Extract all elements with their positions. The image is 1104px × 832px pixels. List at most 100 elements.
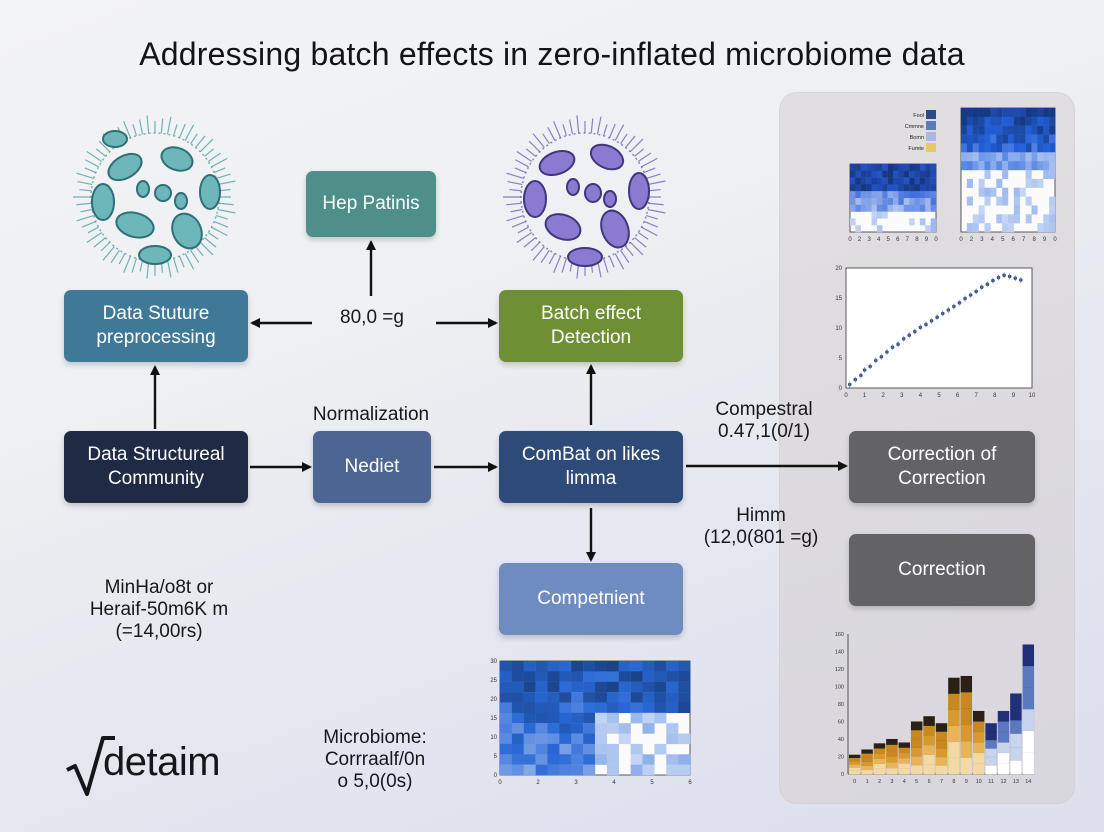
bar-segment bbox=[910, 756, 923, 766]
heatmap-cell bbox=[583, 661, 596, 672]
bar-segment bbox=[935, 756, 948, 766]
bar-segment bbox=[960, 757, 973, 775]
heatmap-cell bbox=[876, 191, 883, 199]
bar-segment bbox=[898, 768, 911, 775]
bar-segment bbox=[1022, 752, 1035, 775]
heatmap-cell bbox=[1043, 152, 1050, 162]
bar-segment bbox=[972, 763, 985, 775]
heatmap-cell bbox=[678, 702, 691, 714]
heatmap-cell bbox=[961, 161, 968, 171]
bar-segment bbox=[886, 762, 898, 769]
bar-segment bbox=[861, 749, 873, 755]
check-root-icon bbox=[66, 736, 115, 796]
heatmap-cell bbox=[887, 184, 894, 192]
heatmap-cell bbox=[893, 164, 899, 171]
heatmap-cell bbox=[666, 733, 679, 745]
x-tick-label: 6 bbox=[1012, 237, 1016, 243]
bar-segment bbox=[948, 709, 960, 727]
legend-label: Fool bbox=[913, 113, 924, 119]
heatmap-cell bbox=[1008, 125, 1015, 135]
heatmap-cell bbox=[666, 723, 679, 734]
x-tick-label: 8 bbox=[1032, 237, 1036, 243]
heatmap-cell bbox=[903, 184, 910, 192]
heatmap-cell bbox=[654, 702, 667, 714]
bar-segment bbox=[910, 738, 923, 749]
heatmap-cell bbox=[1037, 108, 1044, 118]
bar-segment bbox=[873, 748, 886, 755]
heatmap-cell bbox=[893, 184, 899, 192]
heatmap-cell bbox=[500, 702, 513, 714]
heatmap-cell bbox=[876, 184, 883, 192]
x-tick-label: 3 bbox=[867, 237, 871, 243]
heatmap-cell bbox=[523, 661, 536, 672]
heatmap-cell bbox=[850, 191, 856, 199]
data-structural-community-box: Data Structureal Community bbox=[64, 431, 248, 503]
x-tick-label: 7 bbox=[906, 237, 910, 243]
heatmap-cell bbox=[860, 170, 867, 178]
bar-segment bbox=[910, 765, 923, 775]
heatmap-cell bbox=[978, 205, 985, 215]
x-tick-label: 0 bbox=[934, 237, 938, 243]
heatmap-cell bbox=[909, 177, 915, 185]
bar-segment bbox=[985, 756, 997, 766]
heatmap-cell bbox=[990, 187, 997, 197]
heatmap-cell bbox=[678, 733, 691, 745]
bar-segment bbox=[985, 740, 997, 750]
heatmap-cell bbox=[523, 692, 536, 703]
teal-cells bbox=[91, 130, 221, 265]
heatmap-cell bbox=[678, 671, 691, 682]
heatmap-cell bbox=[966, 116, 973, 126]
heatmap-cell bbox=[1037, 161, 1044, 171]
heatmap-cell bbox=[535, 712, 548, 724]
heatmap-cell bbox=[1025, 196, 1032, 206]
bar-segment bbox=[861, 765, 873, 771]
x-tick-label: 7 bbox=[1022, 237, 1026, 243]
heatmap-cell bbox=[1025, 125, 1032, 135]
heatmap-cell bbox=[535, 754, 548, 765]
heatmap-cell bbox=[1013, 205, 1020, 215]
compestral-label: Compestral 0.47,1(0/1) bbox=[715, 399, 813, 442]
heatmap-cell bbox=[919, 198, 926, 205]
detaim-logo: detaim bbox=[63, 734, 243, 800]
heatmap-cell bbox=[855, 170, 861, 178]
heatmap-cell bbox=[1019, 108, 1026, 118]
heatmap-cell bbox=[1002, 125, 1009, 135]
bar-segment bbox=[848, 761, 861, 765]
heatmap-cell bbox=[984, 116, 991, 126]
heatmap-cell bbox=[961, 116, 968, 126]
heatmap-cell bbox=[966, 152, 973, 162]
heatmap-cell bbox=[850, 164, 856, 171]
himm-label: Himm (12,0(801 =g) bbox=[703, 505, 819, 548]
bar-segment bbox=[923, 716, 935, 727]
heatmap-cell bbox=[972, 143, 979, 153]
heatmap-cell bbox=[1049, 143, 1056, 153]
heatmap-cell bbox=[1037, 134, 1044, 144]
y-tick-label: 30 bbox=[490, 659, 497, 665]
y-tick-label: 0 bbox=[839, 386, 843, 392]
heatmap-cell bbox=[1049, 214, 1056, 224]
x-tick-label: 9 bbox=[965, 779, 968, 785]
heatmap-cell bbox=[898, 204, 904, 212]
x-tick-label: 5 bbox=[650, 780, 654, 786]
heatmap-cell bbox=[1043, 143, 1050, 153]
y-tick-label: 25 bbox=[490, 678, 497, 684]
heatmap-cell bbox=[595, 671, 608, 682]
heatmap-cell bbox=[642, 754, 655, 765]
heatmap-cell bbox=[1013, 108, 1020, 118]
x-tick-label: 2 bbox=[536, 780, 540, 786]
heatmap-cell bbox=[618, 661, 631, 672]
heatmap-cell bbox=[996, 214, 1003, 224]
heatmap-cell bbox=[630, 764, 643, 776]
legend-label: Cmmne bbox=[905, 124, 924, 130]
heatmap-cell bbox=[909, 170, 915, 178]
combat-limma-box: ComBat on likes limma bbox=[499, 431, 683, 503]
heatmap-cell bbox=[1013, 161, 1020, 171]
bar-segment bbox=[923, 764, 935, 775]
legend-swatch bbox=[926, 132, 936, 141]
heatmap-cell bbox=[642, 723, 655, 734]
heatmap-cell bbox=[547, 764, 560, 776]
heatmap-cell bbox=[630, 681, 643, 693]
heatmap-cell bbox=[876, 170, 883, 178]
